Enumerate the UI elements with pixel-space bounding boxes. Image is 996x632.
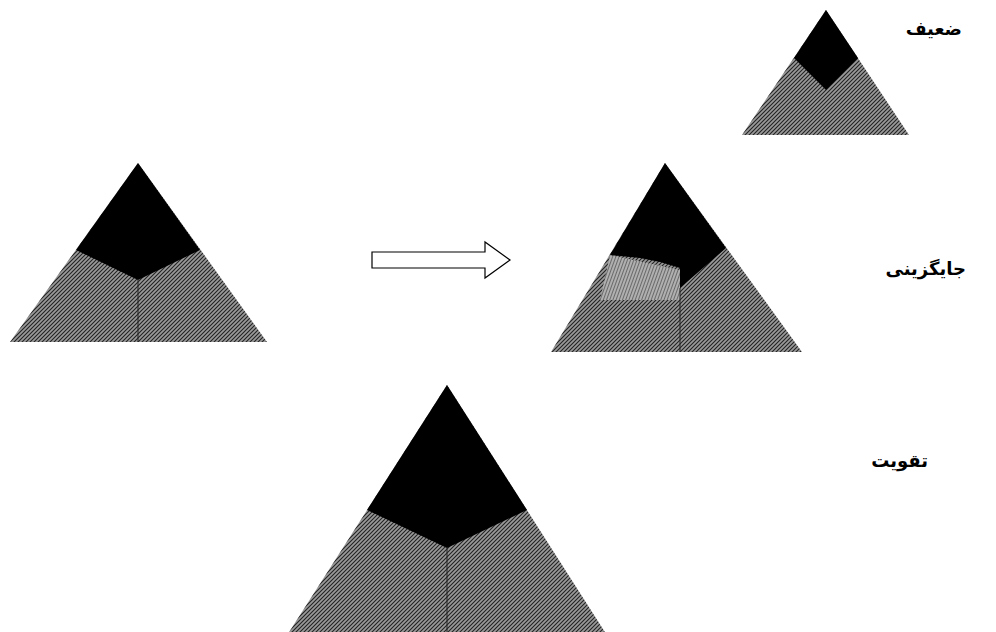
pyramid-replacement (551, 163, 802, 352)
pyramid-original (10, 163, 267, 342)
caption-label: ضعیف (906, 18, 962, 40)
pyramid-strengthened (284, 385, 610, 632)
caption-label: تقویت (871, 450, 928, 472)
pyramid-weak (742, 10, 909, 135)
caption-label: جایگزینی (886, 258, 966, 280)
hollow-arrow (372, 242, 510, 278)
